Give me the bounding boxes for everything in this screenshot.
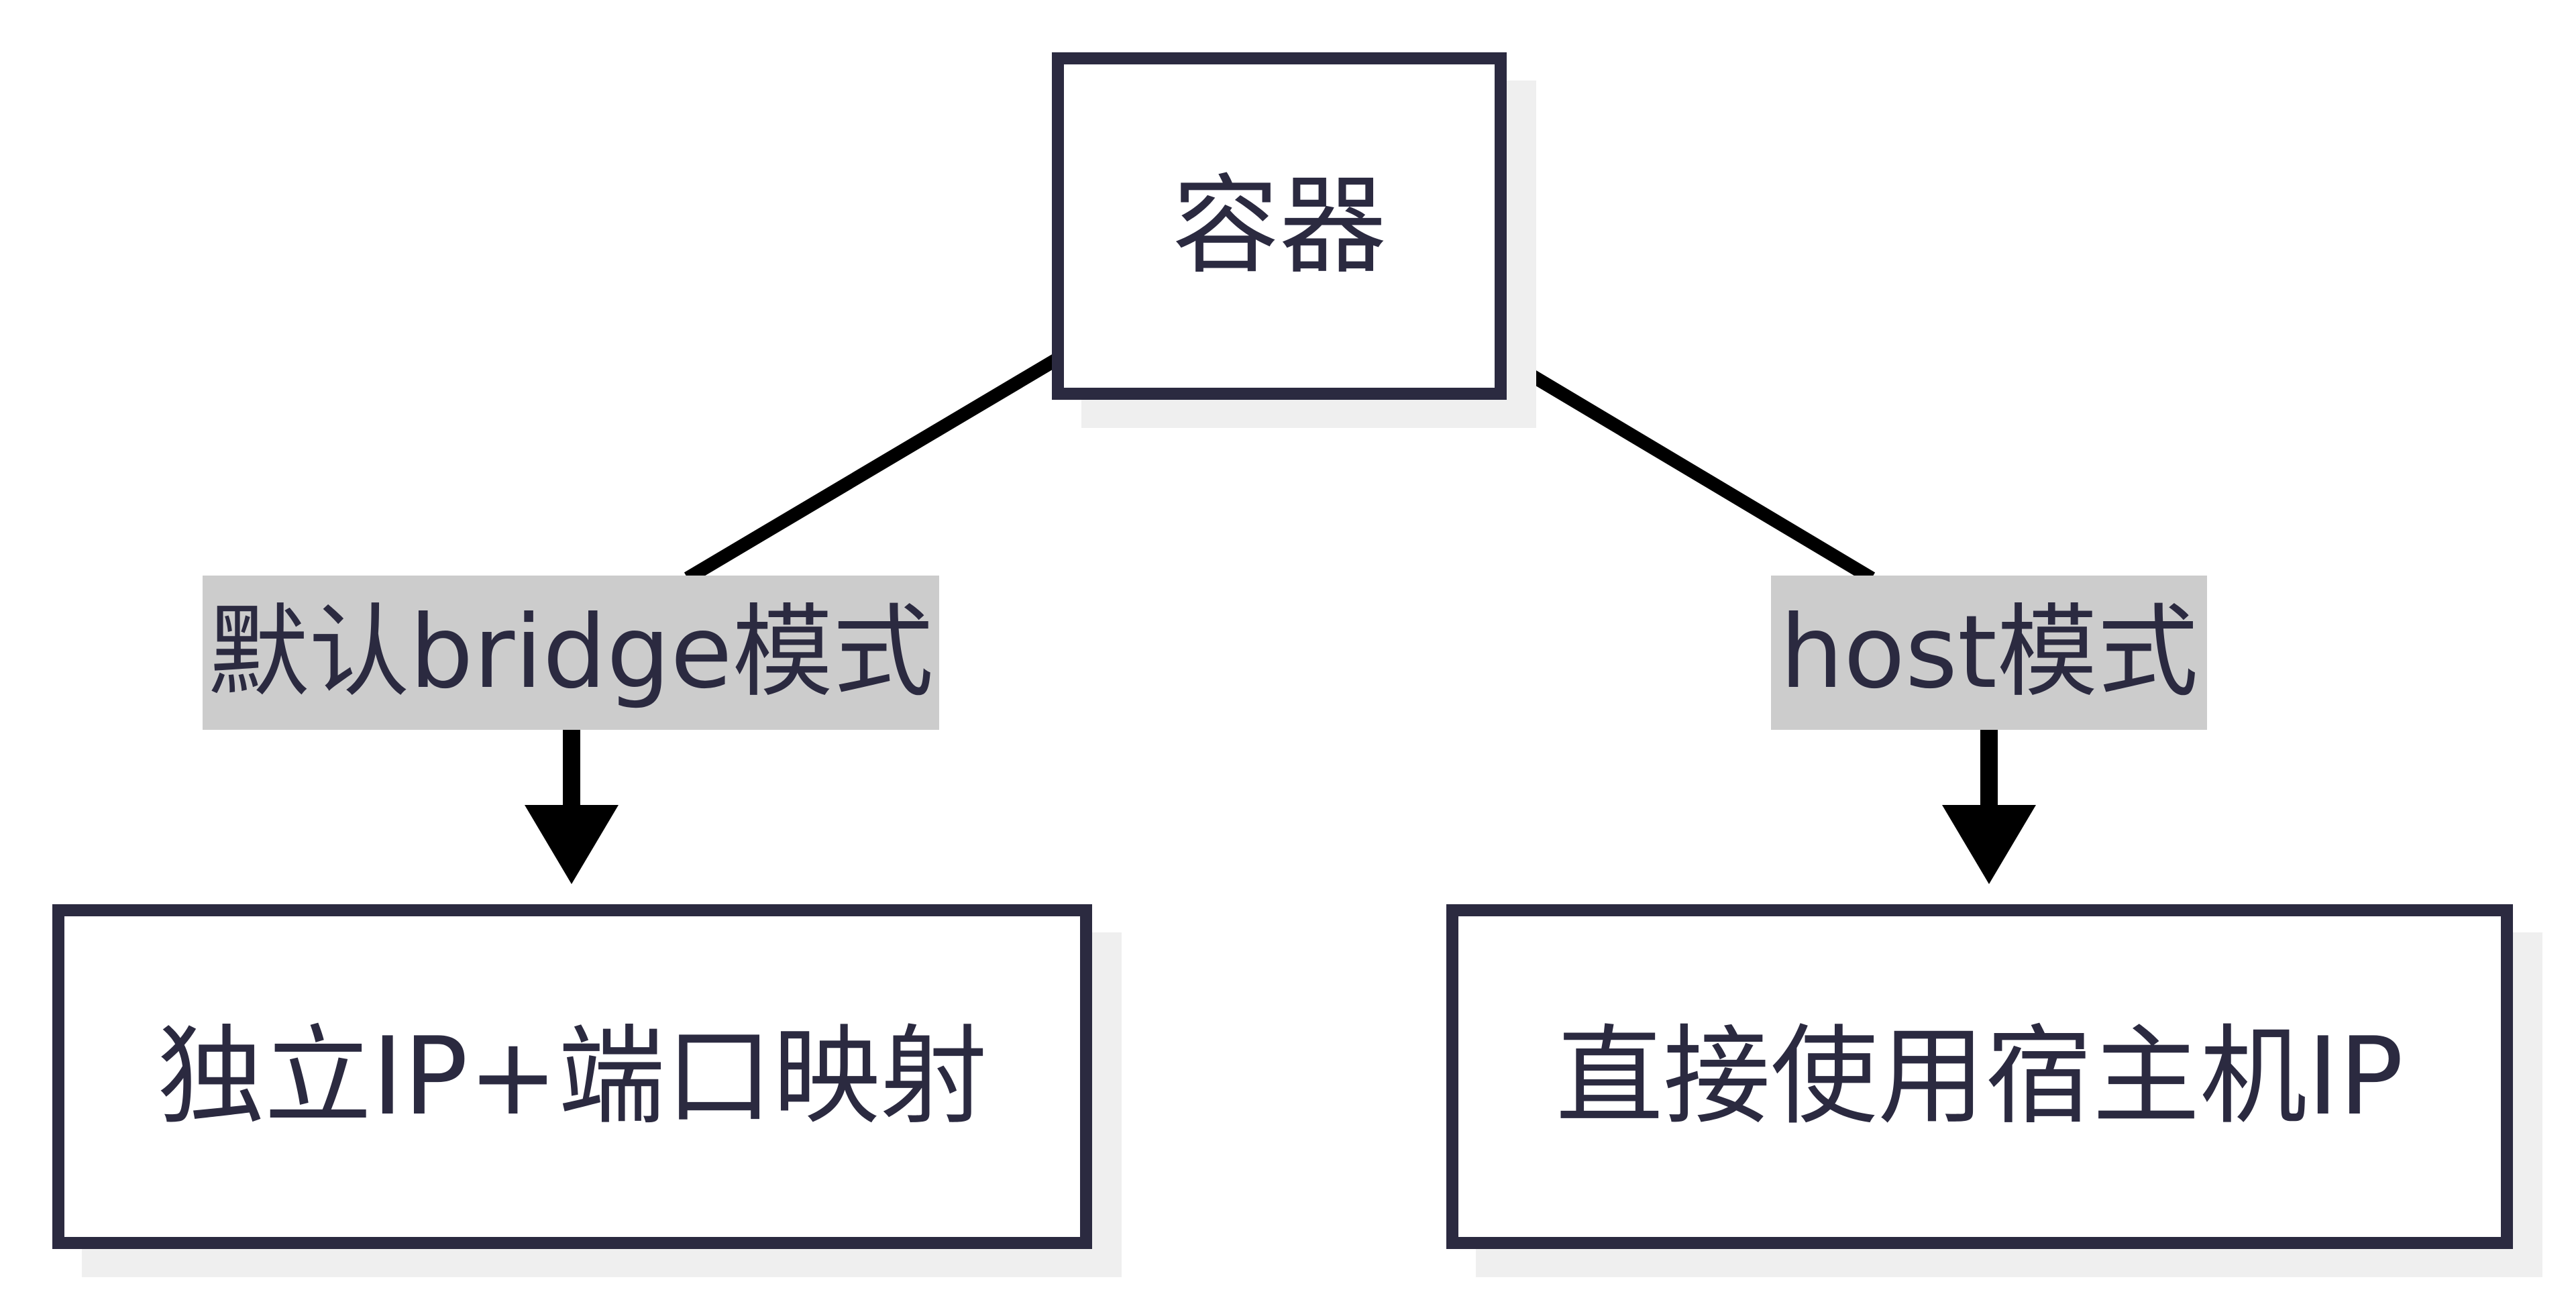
bridge-mode-label-text: 默认bridge模式 <box>208 594 934 711</box>
connector-container-to-host-label <box>1499 352 1876 584</box>
container-node: 容器 <box>1052 52 1507 400</box>
host-result-node: 直接使用宿主机IP <box>1446 904 2513 1249</box>
container-node-label: 容器 <box>1171 163 1387 288</box>
arrowhead-bridge <box>525 805 619 884</box>
arrowhead-host <box>1942 805 2036 884</box>
host-mode-label-text: host模式 <box>1780 594 2198 711</box>
host-result-node-label: 直接使用宿主机IP <box>1556 1014 2404 1139</box>
bridge-result-node: 独立IP+端口映射 <box>52 904 1092 1249</box>
host-mode-label: host模式 <box>1771 576 2207 730</box>
bridge-mode-label: 默认bridge模式 <box>203 576 939 730</box>
connector-container-to-bridge-label <box>684 352 1063 584</box>
bridge-result-node-label: 独立IP+端口映射 <box>157 1014 987 1139</box>
